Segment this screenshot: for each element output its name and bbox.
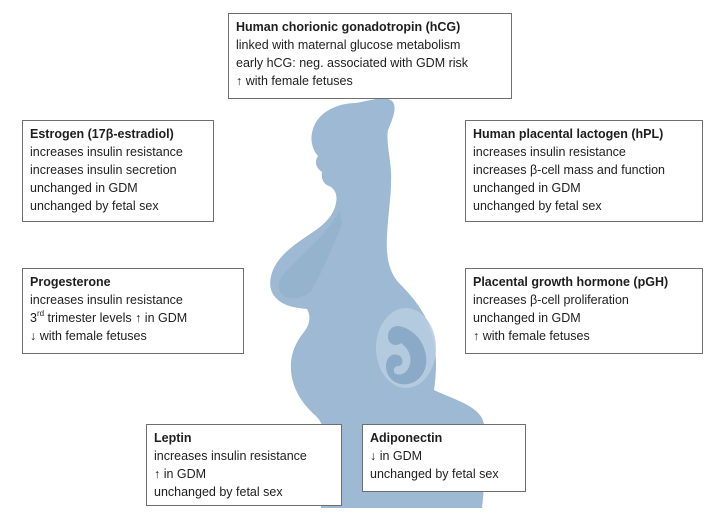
pgh-line-2: unchanged in GDM bbox=[473, 311, 581, 325]
adiponectin-line-2: unchanged by fetal sex bbox=[370, 467, 499, 481]
hpl-title: Human placental lactogen (hPL) bbox=[473, 127, 664, 141]
progesterone-line-2-sup: rd bbox=[36, 308, 45, 318]
progesterone-line-2-num: 3 bbox=[30, 311, 37, 325]
progesterone-line-1: increases insulin resistance bbox=[30, 293, 183, 307]
estrogen-line-4: unchanged by fetal sex bbox=[30, 199, 159, 213]
estrogen-line-1: increases insulin resistance bbox=[30, 145, 183, 159]
leptin-line-1: increases insulin resistance bbox=[154, 449, 307, 463]
hcg-box: Human chorionic gonadotropin (hCG) linke… bbox=[228, 13, 512, 99]
hpl-line-1: increases insulin resistance bbox=[473, 145, 626, 159]
estrogen-line-3: unchanged in GDM bbox=[30, 181, 138, 195]
progesterone-line-3: ↓ with female fetuses bbox=[30, 329, 147, 343]
hpl-box: Human placental lactogen (hPL) increases… bbox=[465, 120, 703, 222]
pgh-box: Placental growth hormone (pGH) increases… bbox=[465, 268, 703, 354]
hcg-line-3: ↑ with female fetuses bbox=[236, 74, 353, 88]
estrogen-box: Estrogen (17β-estradiol) increases insul… bbox=[22, 120, 214, 222]
leptin-line-3: unchanged by fetal sex bbox=[154, 485, 283, 499]
adiponectin-title: Adiponectin bbox=[370, 431, 443, 445]
estrogen-title: Estrogen (17β-estradiol) bbox=[30, 127, 174, 141]
fetus-icon bbox=[376, 308, 436, 388]
leptin-line-2: ↑ in GDM bbox=[154, 467, 207, 481]
adiponectin-box: Adiponectin ↓ in GDM unchanged by fetal … bbox=[362, 424, 526, 492]
progesterone-line-2: 3rd trimester levels ↑ in GDM bbox=[30, 309, 237, 327]
adiponectin-line-1: ↓ in GDM bbox=[370, 449, 423, 463]
hpl-line-3: unchanged in GDM bbox=[473, 181, 581, 195]
hcg-line-2: early hCG: neg. associated with GDM risk bbox=[236, 56, 469, 70]
leptin-box: Leptin increases insulin resistance ↑ in… bbox=[146, 424, 342, 506]
progesterone-box: Progesterone increases insulin resistanc… bbox=[22, 268, 244, 354]
hcg-title: Human chorionic gonadotropin (hCG) bbox=[236, 20, 461, 34]
arm-shape bbox=[278, 210, 342, 299]
progesterone-line-2-rest: trimester levels ↑ in GDM bbox=[44, 311, 188, 325]
hcg-line-1: linked with maternal glucose metabolism bbox=[236, 38, 461, 52]
hpl-line-4: unchanged by fetal sex bbox=[473, 199, 602, 213]
pgh-title: Placental growth hormone (pGH) bbox=[473, 275, 669, 289]
silhouette-body bbox=[270, 98, 487, 508]
estrogen-line-2: increases insulin secretion bbox=[30, 163, 177, 177]
pgh-line-1: increases β-cell proliferation bbox=[473, 293, 629, 307]
hpl-line-2: increases β-cell mass and function bbox=[473, 163, 665, 177]
progesterone-title: Progesterone bbox=[30, 275, 111, 289]
leptin-title: Leptin bbox=[154, 431, 192, 445]
pgh-line-3: ↑ with female fetuses bbox=[473, 329, 590, 343]
fetus-shape bbox=[386, 326, 427, 385]
